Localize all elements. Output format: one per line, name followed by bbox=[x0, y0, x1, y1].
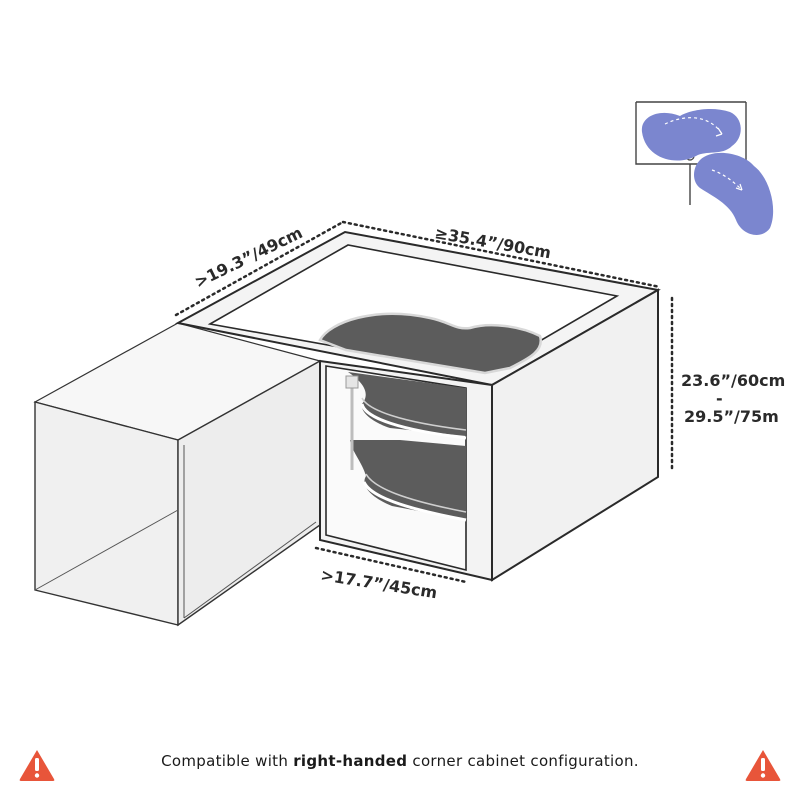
warning-triangle-icon bbox=[19, 750, 55, 781]
warning-triangle-icon-right bbox=[745, 750, 781, 781]
door-dim-line bbox=[314, 546, 468, 584]
height-max-label: 29.5”/75m bbox=[684, 407, 779, 426]
adjacent-cabinet bbox=[33, 322, 322, 627]
upper-shelf bbox=[348, 372, 466, 436]
kidney-shelves bbox=[318, 312, 543, 522]
shelf-swing-out-icon bbox=[635, 101, 774, 235]
caption-emphasis: right-handed bbox=[293, 752, 408, 770]
dimension-lines bbox=[174, 220, 674, 584]
door-label: >17.7”/45cm bbox=[319, 565, 438, 602]
width-dim-line bbox=[341, 220, 662, 289]
height-min-label: 23.6”/60cm bbox=[681, 371, 785, 390]
upper-shelf-top bbox=[318, 312, 543, 375]
compatibility-caption: Compatible with right-handed corner cabi… bbox=[0, 752, 800, 770]
height-separator: - bbox=[716, 389, 723, 408]
caption-suffix: corner cabinet configuration. bbox=[407, 752, 639, 770]
caption-prefix: Compatible with bbox=[161, 752, 294, 770]
depth-dim-line bbox=[174, 220, 345, 317]
lower-shelf bbox=[350, 440, 466, 520]
